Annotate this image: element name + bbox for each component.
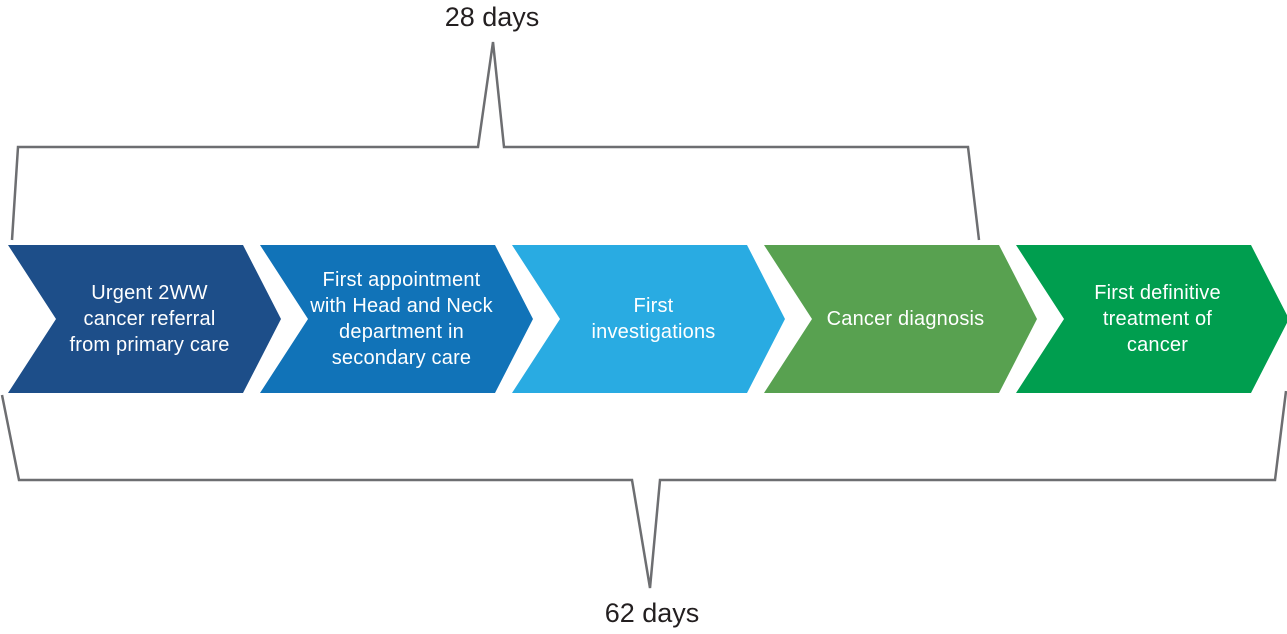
- chevron-cancer-diagnosis-label: Cancer diagnosis: [826, 308, 985, 330]
- bracket-28-days: [10, 41, 981, 241]
- chevron-first-investigations-label: First investigations: [591, 295, 716, 343]
- chevron-urgent-referral-label: Urgent 2WW cancer referral from primary …: [69, 282, 230, 356]
- chevron-first-appointment: First appointment with Head and Neck dep…: [260, 245, 533, 393]
- duration-28-days-label: 28 days: [444, 2, 540, 32]
- duration-62-days-label: 62 days: [604, 598, 700, 628]
- chevron-first-treatment-label: First definitive treatment of cancer: [1094, 282, 1221, 356]
- bracket-62-days: [0, 390, 1287, 589]
- chevron-first-appointment-label: First appointment with Head and Neck dep…: [310, 269, 493, 369]
